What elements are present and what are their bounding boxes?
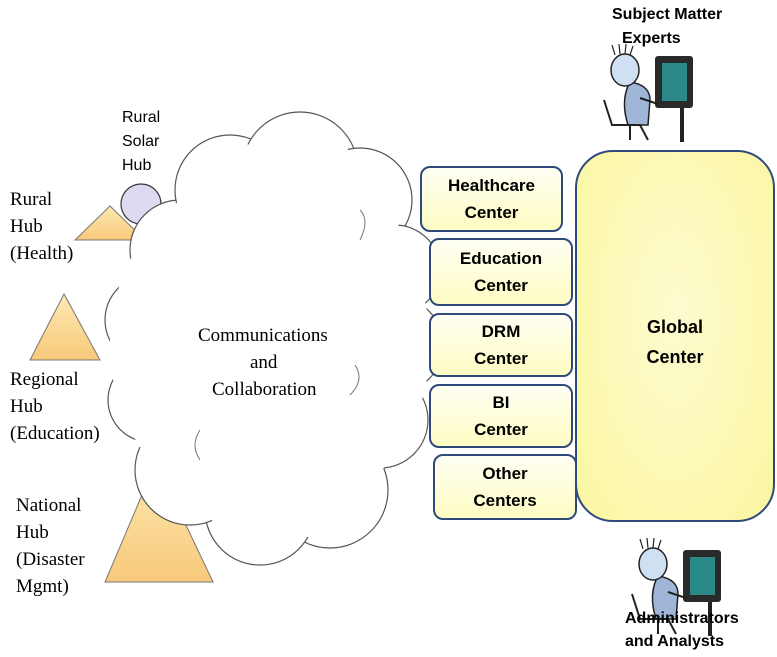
education-center-line-1: Education	[459, 249, 543, 268]
sme-line-1: Subject Matter	[612, 6, 723, 23]
healthcare-center-line-1: Healthcare	[448, 176, 535, 195]
regional-hub-label: Regional Hub (Education)	[10, 366, 100, 447]
rural-solar-line-1: Rural	[122, 109, 161, 126]
global-center-line-2: Center	[646, 347, 704, 367]
national-hub-line-2: Hub	[16, 522, 49, 543]
rural-solar-line-3: Hub	[122, 157, 152, 174]
drm-center-line-1: DRM	[481, 322, 521, 341]
cloud-line-2: and	[250, 352, 278, 373]
healthcare-center-line-2: Center	[464, 203, 519, 222]
bi-center-box: BI Center	[429, 384, 573, 448]
cloud-line-3: Collaboration	[212, 379, 317, 400]
regional-hub-triangle	[29, 292, 101, 361]
administrator-computer-icon	[631, 537, 721, 636]
national-hub-label: National Hub (Disaster Mgmt)	[16, 492, 85, 600]
global-center-box: Global Center	[575, 150, 775, 522]
admin-line-1: Administrators	[625, 610, 739, 627]
rural-hub-line-3: (Health)	[10, 243, 74, 264]
admin-line-2: and Analysts	[625, 633, 724, 650]
drm-center-line-2: Center	[474, 349, 528, 368]
other-centers-line-2: Centers	[473, 491, 537, 510]
other-centers-line-1: Other	[482, 464, 528, 483]
bi-center-line-1: BI	[492, 393, 510, 412]
rural-hub-line-2: Hub	[10, 216, 43, 237]
administrators-label: Administrators and Analysts	[625, 607, 739, 653]
regional-hub-line-2: Hub	[10, 396, 43, 417]
education-center-box: Education Center	[429, 238, 573, 306]
rural-solar-hub-label: Rural Solar Hub	[122, 106, 160, 178]
sme-line-2: Experts	[622, 30, 681, 47]
rural-hub-line-1: Rural	[10, 189, 53, 210]
national-hub-line-4: Mgmt)	[16, 576, 69, 597]
subject-matter-experts-label: Subject Matter Experts	[612, 3, 722, 51]
healthcare-center-box: Healthcare Center	[420, 166, 563, 232]
regional-hub-line-3: (Education)	[10, 423, 100, 444]
cloud-label: Communications and Collaboration	[198, 322, 398, 403]
bi-center-line-2: Center	[474, 420, 528, 439]
education-center-line-2: Center	[474, 276, 528, 295]
rural-hub-triangle	[73, 205, 147, 241]
national-hub-line-1: National	[16, 495, 82, 516]
rural-hub-label: Rural Hub (Health)	[10, 186, 73, 267]
expert-computer-icon	[603, 43, 693, 142]
other-centers-box: Other Centers	[433, 454, 577, 520]
global-center-line-1: Global	[646, 317, 703, 337]
rural-solar-line-2: Solar	[122, 133, 160, 150]
regional-hub-line-1: Regional	[10, 369, 79, 390]
drm-center-box: DRM Center	[429, 313, 573, 377]
national-hub-line-3: (Disaster	[16, 549, 85, 570]
cloud-line-1: Communications	[198, 325, 328, 346]
